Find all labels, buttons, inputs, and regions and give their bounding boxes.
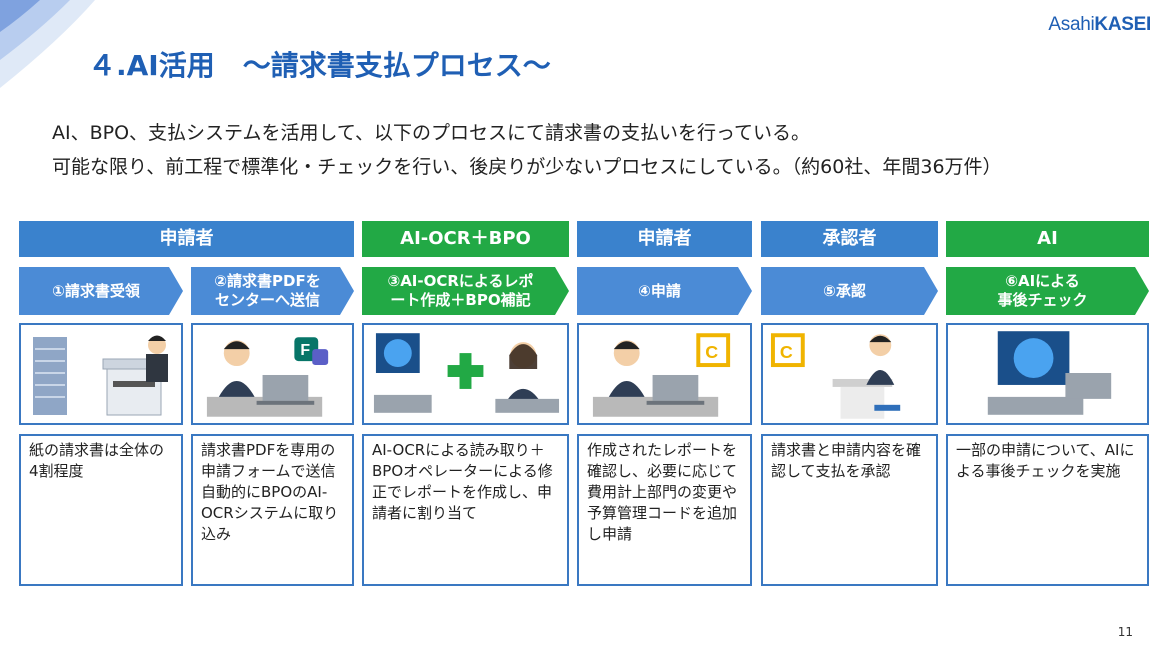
applicant-laptop-illustration: C <box>577 323 752 425</box>
role-header-applicant-2: 申請者 <box>577 221 752 257</box>
laptop-forms-illustration: F <box>191 323 354 425</box>
step-5-description: 請求書と申請内容を確認して支払を承認 <box>761 434 938 586</box>
step-5-label: ⑤承認 <box>761 267 938 315</box>
role-header-ai: AI <box>946 221 1149 257</box>
role-header-ai-ocr-bpo: AI-OCR＋BPO <box>362 221 569 257</box>
step-4-description: 作成されたレポートを確認し、必要に応じて費用計上部門の変更や予算管理コードを追加… <box>577 434 752 586</box>
role-header-applicant: 申請者 <box>19 221 354 257</box>
step-2-description: 請求書PDFを専用の申請フォームで送信 自動的にBPOのAI-OCRシステムに取… <box>191 434 354 586</box>
step-3-label: ③AI-OCRによるレポ ート作成＋BPO補記 <box>362 267 569 315</box>
page-title: ４.AI活用 ～請求書支払プロセス～ <box>88 49 551 82</box>
step-6-description: 一部の申請について、AIによる事後チェックを実施 <box>946 434 1149 586</box>
ai-plus-operator-illustration <box>362 323 569 425</box>
step-1-description: 紙の請求書は全体の4割程度 <box>19 434 183 586</box>
svg-text:C: C <box>780 342 793 362</box>
step-4-label: ④申請 <box>577 267 752 315</box>
approver-desk-illustration: C <box>761 323 938 425</box>
step-6-label: ⑥AIによる 事後チェック <box>946 267 1149 315</box>
ai-check-illustration <box>946 323 1149 425</box>
asahi-kasei-logo: AsahiKASEI <box>1048 14 1151 35</box>
corner-swoosh-decoration <box>0 0 95 88</box>
role-header-approver: 承認者 <box>761 221 938 257</box>
svg-text:F: F <box>300 342 310 359</box>
printer-clerk-illustration <box>19 323 183 425</box>
step-3-description: AI-OCRによる読み取り＋BPOオペレーターによる修正でレポートを作成し、申請… <box>362 434 569 586</box>
step-1-label: ①請求書受領 <box>19 267 183 315</box>
intro-line-1: AI、BPO、支払システムを活用して、以下のプロセスにて請求書の支払いを行ってい… <box>52 122 811 144</box>
page-number: 11 <box>1117 625 1133 639</box>
step-2-label: ②請求書PDFを センターへ送信 <box>191 267 354 315</box>
svg-text:C: C <box>705 342 718 362</box>
intro-line-2: 可能な限り、前工程で標準化・チェックを行い、後戻りが少ないプロセスにしている。（… <box>52 156 1002 178</box>
